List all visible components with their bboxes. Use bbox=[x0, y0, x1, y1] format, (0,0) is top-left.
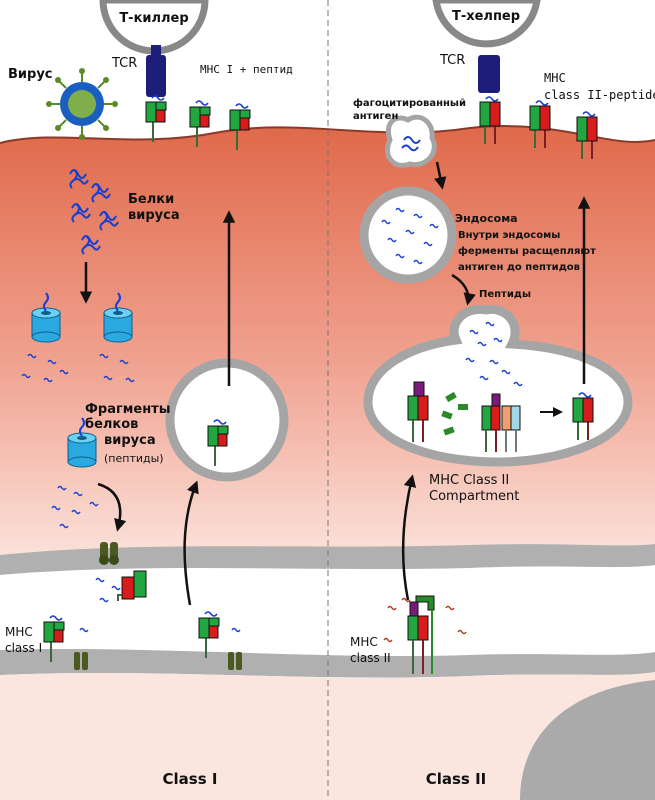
t-helper-label: Т-хелпер bbox=[452, 9, 520, 24]
viral-proteins-label-2: вируса bbox=[128, 208, 180, 223]
compartment-label-1: MHC Class II bbox=[429, 473, 509, 488]
class-i-title: Class I bbox=[163, 770, 218, 788]
mhc1-er-2 bbox=[198, 611, 220, 659]
virus-icon bbox=[46, 68, 118, 140]
endosome-desc-3: антиген до пептидов bbox=[458, 262, 580, 273]
fragments-label-1: Фрагменты bbox=[85, 402, 170, 417]
phago-label-2: антиген bbox=[353, 111, 398, 122]
endosome-desc-1: Внутри эндосомы bbox=[458, 230, 560, 241]
tcr-label-right: TCR bbox=[439, 53, 465, 68]
tap-transporter bbox=[99, 542, 119, 565]
mhc1-er-label-1: MHC bbox=[5, 625, 33, 639]
endosome-label: Эндосома bbox=[455, 212, 518, 225]
mhc2-er-invariant bbox=[407, 595, 435, 674]
arrow-endosome-to-compartment bbox=[451, 273, 476, 306]
antigen-inside-phago bbox=[401, 136, 421, 152]
fragments-label-2: белков bbox=[85, 417, 138, 432]
plasma-membrane-top bbox=[0, 125, 655, 144]
tcr-label-left: TCR bbox=[111, 56, 137, 71]
arrow-phago-to-endosome bbox=[434, 161, 447, 190]
phagocytosed-antigen-vesicle bbox=[385, 114, 437, 168]
endosome bbox=[359, 186, 457, 284]
nucleus-shape bbox=[520, 680, 655, 800]
mhc2-er-label-2: class II bbox=[350, 651, 391, 665]
virus-label: Вирус bbox=[8, 67, 53, 82]
compartment-label-2: Compartment bbox=[429, 489, 519, 504]
mhc2-peptide-label-2: class II-peptide bbox=[544, 88, 655, 102]
t-helper-cell bbox=[432, 0, 541, 48]
mhc2-loading-group bbox=[481, 393, 521, 452]
endosome-desc-2: ферменты расщепляют bbox=[458, 245, 596, 257]
tcr-right bbox=[478, 55, 500, 93]
class-ii-title: Class II bbox=[426, 770, 487, 788]
mhc1-peptide-label: МНС I + пептид bbox=[200, 63, 293, 76]
fragments-label-3: вируса bbox=[104, 433, 156, 448]
phago-label-1: фагоцитированный bbox=[353, 97, 466, 109]
mhc2-compartment bbox=[363, 304, 633, 467]
invariant-fragments bbox=[441, 391, 468, 436]
er-membrane bbox=[0, 544, 655, 575]
tcr-left bbox=[146, 55, 166, 97]
t-killer-label: Т-киллер bbox=[119, 11, 188, 26]
er-vesicle-left bbox=[165, 358, 289, 482]
mhc2-peptide-label-1: MHC bbox=[544, 71, 566, 85]
mhc1-loading bbox=[117, 570, 147, 601]
tap-lower-left bbox=[74, 652, 242, 670]
arrow-er-to-compartment-right bbox=[401, 474, 417, 601]
mhc1-er-label-2: class I bbox=[5, 641, 42, 655]
fragments-label-4: (пептиды) bbox=[104, 452, 164, 465]
mhc1-tcr-complex bbox=[145, 95, 167, 143]
mhc2-er-label-1: MHC bbox=[350, 635, 378, 649]
peptides-label: Пептиды bbox=[479, 289, 531, 300]
viral-proteins-label-1: Белки bbox=[128, 192, 174, 207]
arrow-er-to-vesicle-left bbox=[183, 480, 199, 606]
invariant-chain-mhc2 bbox=[407, 381, 429, 442]
arrow-peptides-to-tap bbox=[97, 482, 127, 532]
